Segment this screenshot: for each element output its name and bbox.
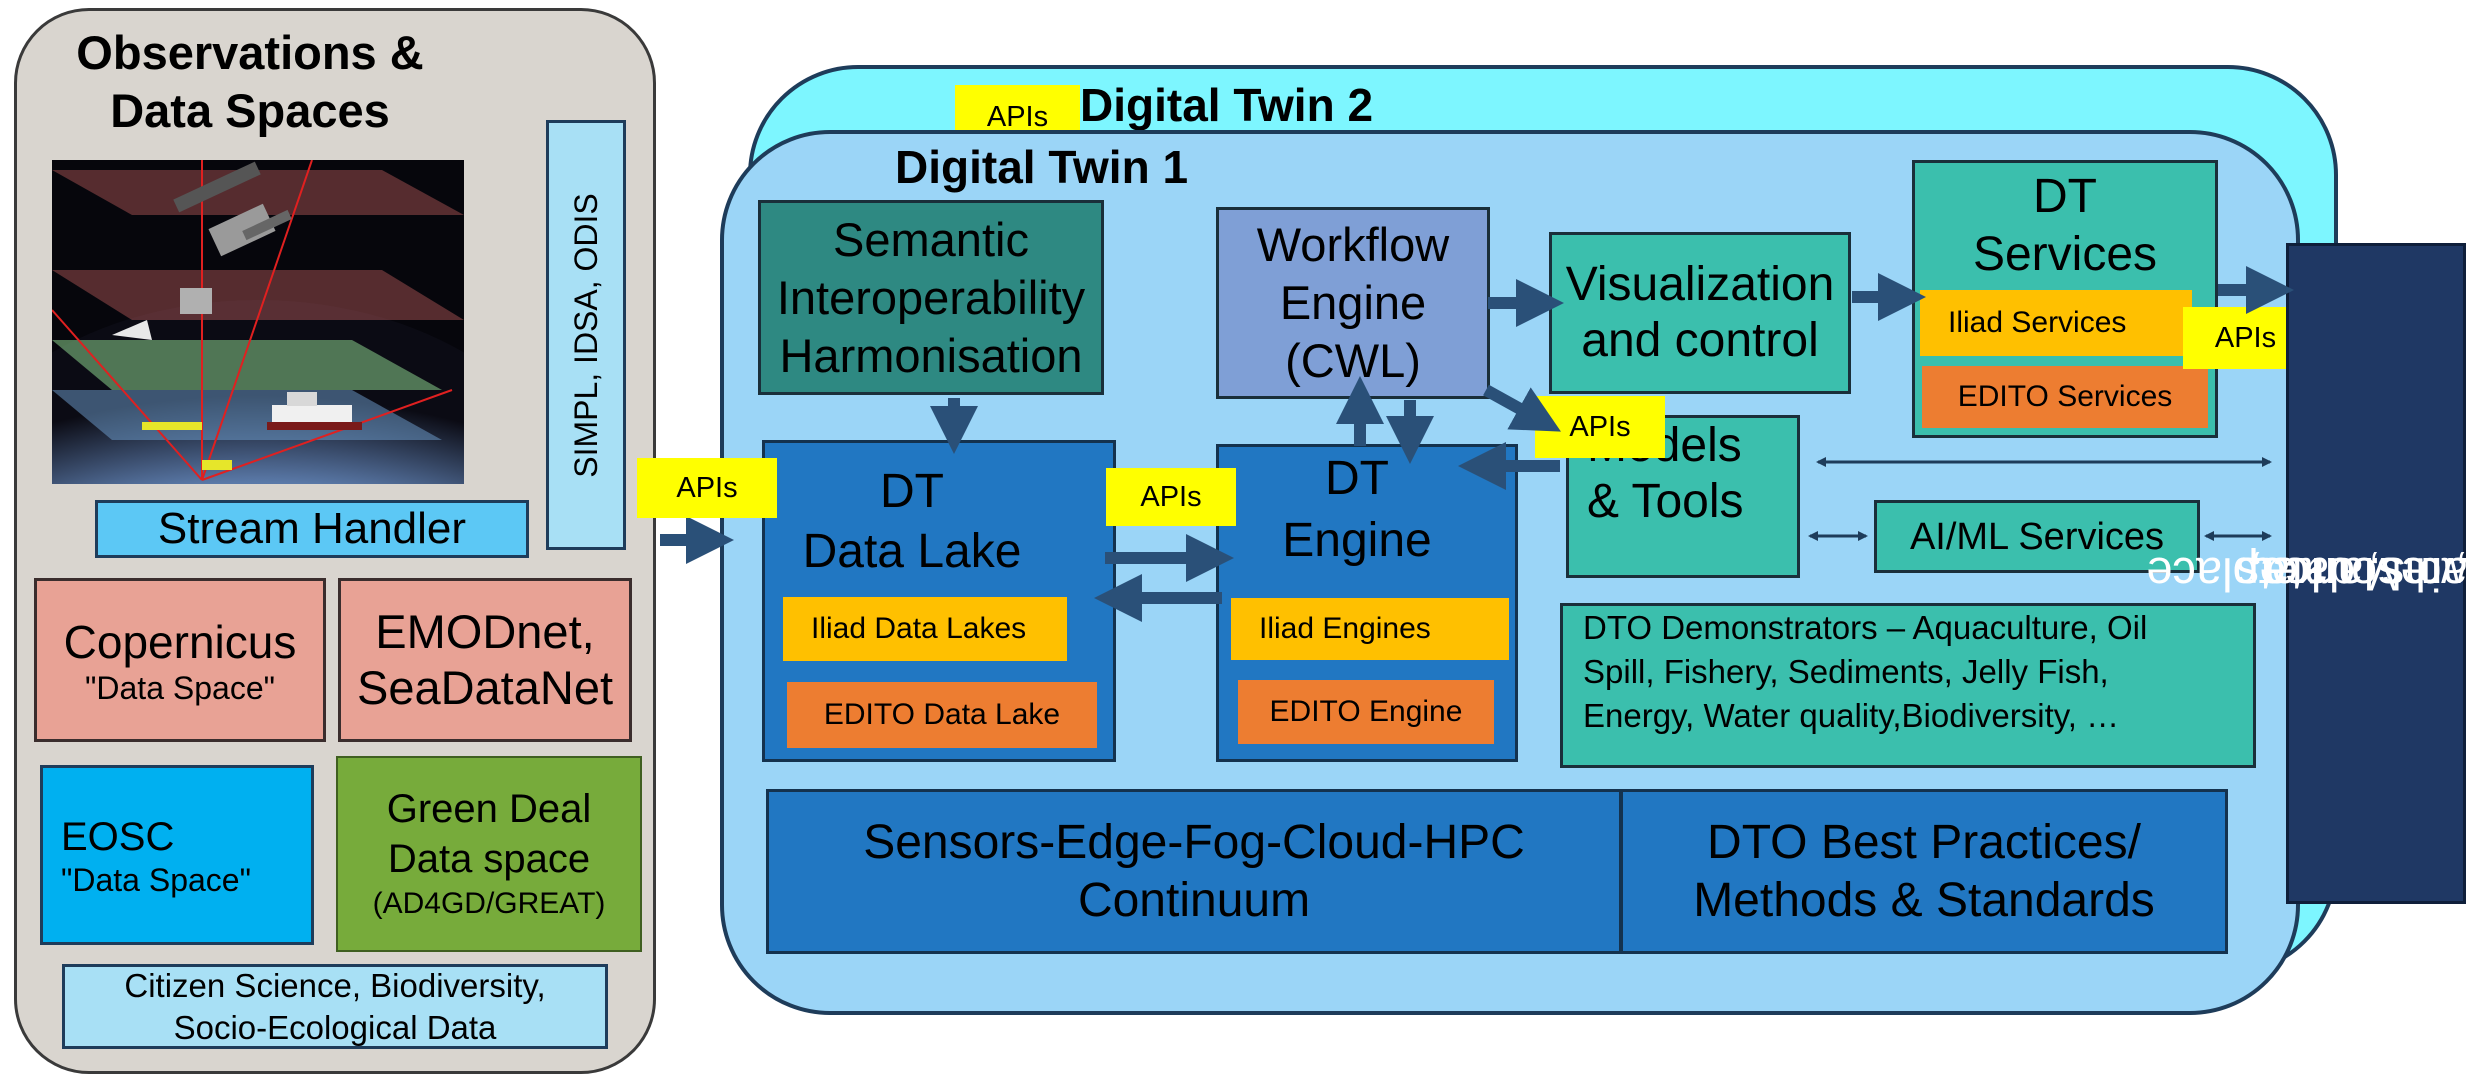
models-line2: & Tools [1587, 475, 1744, 528]
satellite-earth-image [52, 160, 464, 484]
data-lake-line1: DT [880, 465, 944, 518]
green-deal-data-space-box: Green Deal Data space (AD4GD/GREAT) [336, 756, 642, 952]
dto-demonstrators-box: DTO Demonstrators – Aquaculture, Oil Spi… [1560, 603, 2256, 768]
data-lake-line2: Data Lake [802, 525, 1022, 578]
stream-handler-label: Stream Handler [157, 504, 467, 553]
dt-services-line2: Services [1972, 228, 2158, 281]
apis-label-datalake-engine: APIs [1106, 468, 1236, 526]
citizen-science-box: Citizen Science, Biodiversity, Socio-Eco… [62, 964, 608, 1049]
workflow-engine-box: Workflow Engine (CWL) [1216, 207, 1490, 399]
stream-handler-box: Stream Handler [95, 500, 529, 558]
arrow-workflow-to-models [1483, 384, 1561, 432]
apis-label-observations: APIs [637, 458, 777, 518]
eosc-box: EOSC "Data Space" [40, 765, 314, 945]
continuum-line2: Continuum [1077, 873, 1311, 927]
semantic-line3: Harmonisation [779, 328, 1083, 382]
simpl-idsa-odis-box [546, 120, 626, 550]
green-deal-line3: (AD4GD/GREAT) [372, 887, 606, 920]
visualization-control-box: Visualization and control [1549, 232, 1851, 394]
demonstrators-line1: DTO Demonstrators – Aquaculture, Oil [1583, 609, 2148, 646]
demonstrators-line2: Spill, Fishery, Sediments, Jelly Fish, [1583, 653, 2109, 690]
compute-continuum-box: Sensors-Edge-Fog-Cloud-HPC Continuum [766, 789, 1622, 954]
visualization-line1: Visualization [1565, 258, 1835, 311]
edito-engine-box: EDITO Engine [1238, 680, 1494, 744]
green-deal-line1: Green Deal [386, 787, 592, 831]
iliad-marketplace-box [2286, 243, 2466, 904]
continuum-line1: Sensors-Edge-Fog-Cloud-HPC [863, 815, 1525, 869]
best-practices-line2: Methods & Standards [1693, 873, 2155, 927]
iliad-services-box: Iliad Services [1920, 290, 2192, 356]
best-practices-box: DTO Best Practices/ Methods & Standards [1620, 789, 2228, 954]
observations-title: Observations & Data Spaces [76, 26, 424, 137]
workflow-line1: Workflow [1256, 218, 1450, 271]
digital-twin-1-title: Digital Twin 1 [895, 141, 1189, 193]
copernicus-subtitle: "Data Space" [85, 669, 275, 706]
dt-services-line1: DT [2033, 170, 2097, 223]
copernicus-box: Copernicus "Data Space" [34, 578, 326, 742]
eosc-subtitle: "Data Space" [61, 861, 251, 898]
visualization-line2: and control [1581, 314, 1819, 367]
emodnet-seadatanet-box: EMODnet, SeaDataNet [338, 578, 632, 742]
green-deal-line2: Data space [387, 837, 591, 881]
semantic-line1: Semantic [833, 212, 1029, 266]
emodnet-label: EMODnet, [375, 605, 595, 658]
engine-line2: Engine [1282, 514, 1432, 567]
digital-twin-2-title: Digital Twin 2 [1080, 79, 1374, 131]
semantic-line2: Interoperability [776, 270, 1086, 324]
engine-line1: DT [1325, 452, 1389, 505]
ai-ml-services-box: AI/ML Services [1874, 500, 2200, 573]
demonstrators-line3: Energy, Water quality,Biodiversity, … [1583, 697, 2120, 734]
edito-services-box: EDITO Services [1922, 366, 2208, 428]
copernicus-title: Copernicus [63, 615, 297, 668]
best-practices-line1: DTO Best Practices/ [1707, 815, 2141, 869]
edito-data-lake-box: EDITO Data Lake [787, 682, 1097, 748]
dt-engine-title: DT Engine [1216, 448, 1498, 572]
seadatanet-label: SeaDataNet [356, 661, 614, 714]
iliad-data-lakes-box: Iliad Data Lakes [783, 597, 1067, 661]
citizen-line2: Socio-Ecological Data [173, 1008, 497, 1046]
dt-data-lake-title: DT Data Lake [762, 462, 1062, 582]
citizen-line1: Citizen Science, Biodiversity, [124, 966, 546, 1004]
semantic-interoperability-box: Semantic Interoperability Harmonisation [758, 200, 1104, 395]
iliad-engines-box: Iliad Engines [1231, 598, 1509, 660]
dt-services-title: DT Services [1912, 168, 2218, 284]
workflow-line2: Engine [1279, 276, 1427, 329]
eosc-title: EOSC [61, 814, 175, 859]
ai-ml-services-label: AI/ML Services [1909, 515, 2165, 558]
